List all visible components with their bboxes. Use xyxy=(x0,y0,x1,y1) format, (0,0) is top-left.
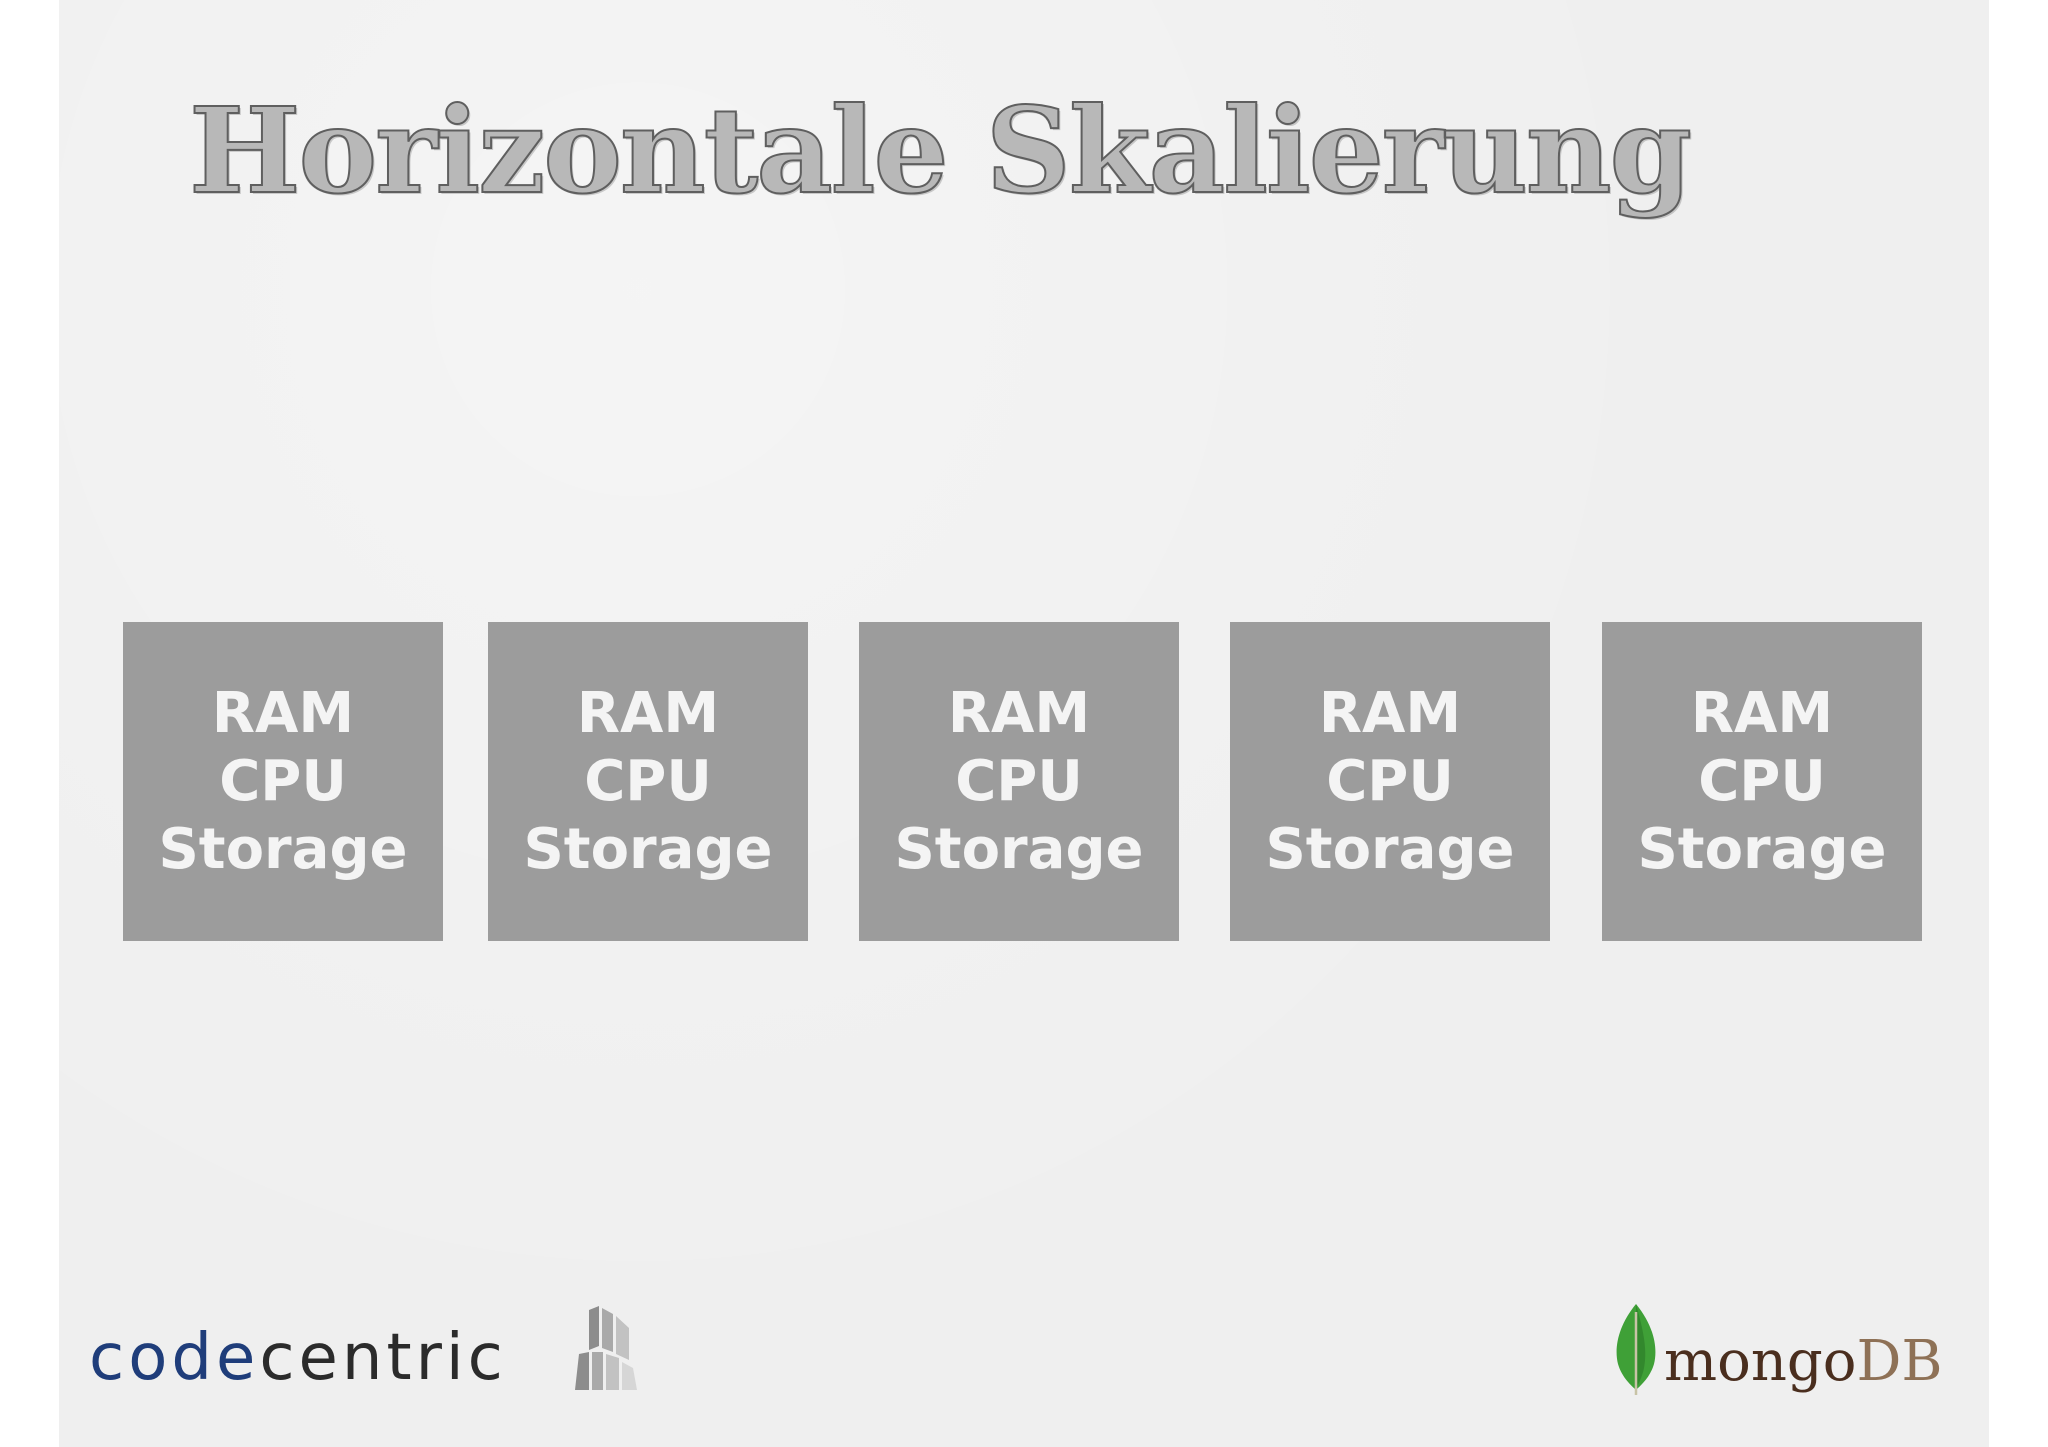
server-box-storage-label: Storage xyxy=(158,816,408,882)
mongodb-wordmark-db: DB xyxy=(1856,1329,1943,1394)
codecentric-wordmark-centric: centric xyxy=(259,1321,507,1395)
codecentric-wordmark: codecentric xyxy=(89,1326,507,1390)
server-boxes: RAM CPU Storage RAM CPU Storage RAM CPU … xyxy=(59,622,1989,942)
server-box: RAM CPU Storage xyxy=(1602,622,1922,941)
server-box-cpu-label: CPU xyxy=(1698,748,1826,814)
mongodb-wordmark-mongo: mongo xyxy=(1664,1329,1857,1394)
server-box-storage-label: Storage xyxy=(1265,816,1515,882)
server-box-ram-label: RAM xyxy=(576,680,720,746)
server-box-storage-label: Storage xyxy=(894,816,1144,882)
mongodb-logo: mongoDB xyxy=(1612,1302,1943,1402)
server-box: RAM CPU Storage xyxy=(859,622,1179,941)
server-box-cpu-label: CPU xyxy=(584,748,712,814)
slide: Horizontale Skalierung RAM CPU Storage R… xyxy=(59,0,1989,1447)
server-box-cpu-label: CPU xyxy=(1326,748,1454,814)
codecentric-mark-icon xyxy=(575,1306,637,1390)
server-box-storage-label: Storage xyxy=(1637,816,1887,882)
server-box: RAM CPU Storage xyxy=(123,622,443,941)
codecentric-wordmark-code: code xyxy=(89,1321,260,1395)
server-box-cpu-label: CPU xyxy=(955,748,1083,814)
server-box-ram-label: RAM xyxy=(211,680,355,746)
leaf-icon xyxy=(1616,1304,1656,1395)
server-box-storage-label: Storage xyxy=(523,816,773,882)
mongodb-wordmark: mongoDB xyxy=(1664,1332,1943,1392)
server-box: RAM CPU Storage xyxy=(1230,622,1550,941)
server-box-ram-label: RAM xyxy=(1690,680,1834,746)
server-box-ram-label: RAM xyxy=(1318,680,1462,746)
server-box-cpu-label: CPU xyxy=(219,748,347,814)
codecentric-logo: codecentric xyxy=(89,1306,649,1396)
slide-title: Horizontale Skalierung xyxy=(188,81,1693,220)
server-box-ram-label: RAM xyxy=(947,680,1091,746)
server-box: RAM CPU Storage xyxy=(488,622,808,941)
